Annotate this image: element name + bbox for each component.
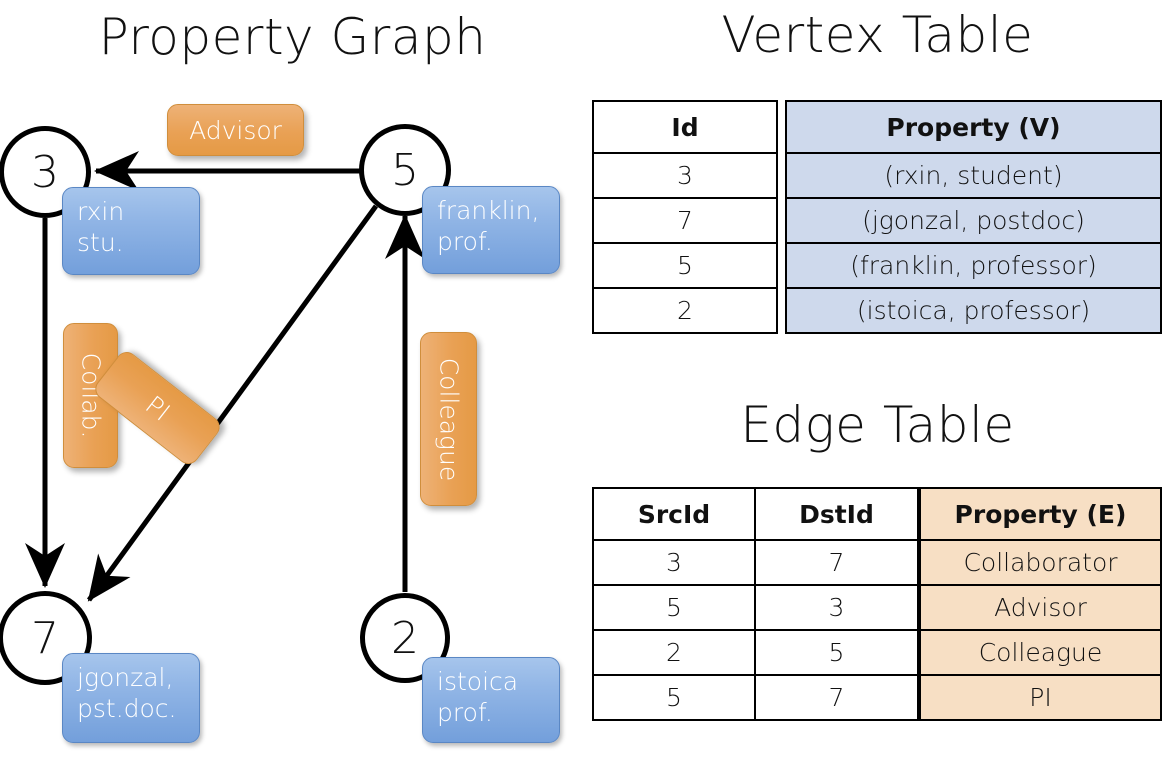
edge-table-header-property: Property (E)	[919, 487, 1162, 541]
table-row: Advisor	[919, 584, 1162, 631]
table-row: (istoica, professor)	[785, 287, 1162, 334]
table-row: 5 3	[592, 584, 920, 631]
edge-property-cell: Collaborator	[919, 539, 1162, 586]
vertex-table-id-column: Id 3 7 5 2	[592, 100, 778, 334]
edge-label-colleague: Colleague	[420, 332, 477, 506]
edge-label-advisor-text: Advisor	[189, 115, 282, 145]
vertex-table-property-column: Property (V) (rxin, student) (jgonzal, p…	[785, 100, 1162, 334]
edge-dst-cell: 7	[753, 674, 920, 721]
edge-label-advisor: Advisor	[167, 104, 304, 156]
graph-edges-svg	[25, 151, 425, 602]
edge-table: SrcId DstId 3 7 5 3 2 5 5 7 Proper	[592, 487, 1162, 721]
table-header-row: Property (V)	[785, 100, 1162, 154]
edge-table-src-dst-columns: SrcId DstId 3 7 5 3 2 5 5 7	[592, 487, 920, 721]
table-header-row: Id	[592, 100, 778, 154]
graph-node-3-label: 3	[31, 146, 59, 198]
edge-dst-cell: 5	[753, 629, 920, 676]
vertex-property-box-3: rxin stu.	[62, 187, 200, 275]
table-row: 5 7	[592, 674, 920, 721]
table-row: 7	[592, 197, 778, 244]
graph-node-2-label: 2	[391, 612, 419, 664]
edge-src-cell: 5	[592, 584, 756, 631]
vertex-property-box-5: franklin, prof.	[422, 186, 560, 274]
table-row: 3 7	[592, 539, 920, 586]
page-title-vertex-table: Vertex Table	[721, 6, 1034, 64]
vertex-id-cell: 5	[592, 242, 778, 289]
page-title-property-graph: Property Graph	[98, 8, 487, 66]
edge-5-to-7	[86, 204, 379, 602]
table-row: 2 5	[592, 629, 920, 676]
edge-dst-cell: 3	[753, 584, 920, 631]
vertex-property-cell: (rxin, student)	[785, 152, 1162, 199]
graph-node-2[interactable]: 2	[360, 593, 450, 683]
edge-src-cell: 3	[592, 539, 756, 586]
edge-src-cell: 2	[592, 629, 756, 676]
table-header-row: SrcId DstId	[592, 487, 920, 541]
edge-table-header-dstid: DstId	[753, 487, 920, 541]
vertex-id-cell: 3	[592, 152, 778, 199]
table-header-row: Property (E)	[919, 487, 1162, 541]
vertex-property-box-7: jgonzal, pst.doc.	[62, 653, 200, 743]
table-row: (rxin, student)	[785, 152, 1162, 199]
edge-property-cell: PI	[919, 674, 1162, 721]
graph-node-7-label: 7	[31, 612, 59, 664]
edge-property-cell: Colleague	[919, 629, 1162, 676]
edge-dst-cell: 7	[753, 539, 920, 586]
vertex-property-cell: (jgonzal, postdoc)	[785, 197, 1162, 244]
table-row: 2	[592, 287, 778, 334]
vertex-table-header-property: Property (V)	[785, 100, 1162, 154]
edge-property-cell: Advisor	[919, 584, 1162, 631]
edge-label-colleague-text: Colleague	[434, 357, 464, 481]
table-row: 5	[592, 242, 778, 289]
page-title-edge-table: Edge Table	[740, 396, 1015, 454]
vertex-property-box-2: istoica prof.	[422, 657, 560, 743]
edge-table-property-column: Property (E) Collaborator Advisor Collea…	[919, 487, 1162, 721]
table-row: (jgonzal, postdoc)	[785, 197, 1162, 244]
property-graph-diagram: 3 5 7 2 rxin stu. franklin, prof. jgonza…	[0, 104, 560, 743]
vertex-property-cell: (franklin, professor)	[785, 242, 1162, 289]
graph-node-5[interactable]: 5	[359, 124, 451, 216]
vertex-table: Id 3 7 5 2 Property (V) (rxin, student) …	[592, 100, 1162, 334]
edge-table-header-srcid: SrcId	[592, 487, 756, 541]
table-row: Colleague	[919, 629, 1162, 676]
graph-node-5-label: 5	[391, 144, 419, 196]
table-row: 3	[592, 152, 778, 199]
table-row: (franklin, professor)	[785, 242, 1162, 289]
table-row: PI	[919, 674, 1162, 721]
edge-label-pi-text: PI	[139, 389, 176, 427]
vertex-id-cell: 2	[592, 287, 778, 334]
vertex-property-cell: (istoica, professor)	[785, 287, 1162, 334]
vertex-table-header-id: Id	[592, 100, 778, 154]
table-row: Collaborator	[919, 539, 1162, 586]
vertex-id-cell: 7	[592, 197, 778, 244]
edge-src-cell: 5	[592, 674, 756, 721]
